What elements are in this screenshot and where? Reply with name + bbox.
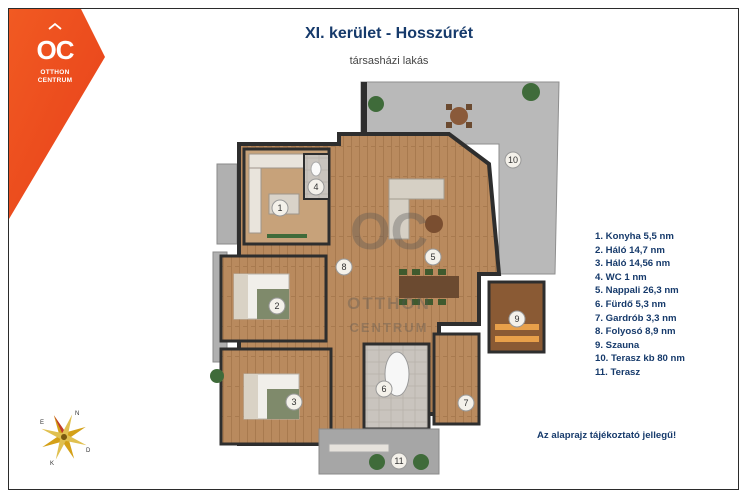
svg-text:10: 10 (508, 155, 518, 165)
legend-item: 4. WC 1 nm (595, 271, 647, 283)
watermark: OC OTTHON CENTRUM (347, 203, 431, 335)
svg-text:11: 11 (394, 456, 403, 466)
room-legend: 1. Konyha 5,5 nm 2. Háló 14,7 nm 3. Háló… (595, 230, 685, 380)
room-markers: 1 2 3 4 5 6 7 8 9 10 11 (268, 151, 526, 470)
legend-item: 11. Terasz (595, 366, 641, 378)
svg-text:7: 7 (463, 398, 468, 408)
room-marker-8: 8 (335, 258, 353, 276)
compass-rose-icon: E N D K (40, 411, 91, 467)
terrace-table (450, 107, 468, 125)
svg-text:8: 8 (341, 262, 346, 272)
logo-line2: CENTRUM (37, 76, 73, 84)
logo-line1: OTTHON (40, 69, 70, 76)
svg-text:CENTRUM: CENTRUM (350, 320, 429, 335)
logo-banner (9, 9, 105, 219)
logo-text: OTTHON CENTRUM (23, 69, 87, 84)
floor-plan: 1 2 3 4 5 6 7 8 9 10 11 OC OTTHON CENTRU… (210, 81, 560, 475)
page-subtitle: társasházi lakás (349, 55, 429, 67)
svg-text:E: E (40, 420, 44, 426)
room-marker-9: 9 (508, 310, 526, 328)
room-wardrobe (432, 332, 481, 426)
svg-text:5: 5 (430, 252, 435, 262)
svg-text:1: 1 (277, 203, 282, 213)
legend-item: 8. Folyosó 8,9 nm (595, 326, 676, 338)
page-title: XI. kerület - Hosszúrét (304, 25, 474, 42)
floorplan-frame: OC OTTHON CENTRUM XI. kerület - Hosszúré… (8, 8, 739, 490)
room-wc (303, 153, 330, 200)
svg-text:4: 4 (313, 182, 318, 192)
room-marker-11: 11 (390, 452, 408, 470)
logo-mark: OC (36, 35, 75, 65)
room-marker-1: 1 (271, 199, 289, 217)
room-marker-5: 5 (424, 248, 442, 266)
svg-text:2: 2 (274, 301, 279, 311)
room-marker-2: 2 (268, 297, 286, 315)
legend-item: 6. Fürdő 5,3 nm (595, 298, 666, 310)
svg-text:D: D (86, 448, 91, 454)
legend-item: 7. Gardrób 3,3 nm (595, 312, 677, 324)
room-marker-4: 4 (307, 178, 325, 196)
disclaimer-note: Az alaprajz tájékoztató jellegű! (537, 430, 677, 441)
legend-item: 10. Terasz kb 80 nm (595, 353, 685, 365)
svg-text:OC: OC (350, 203, 428, 261)
legend-item: 1. Konyha 5,5 nm (595, 231, 674, 242)
otthon-centrum-logo: OC OTTHON CENTRUM (9, 9, 119, 224)
legend-item: 5. Nappali 26,3 nm (595, 285, 679, 297)
legend-item: 3. Háló 14,56 nm (595, 258, 671, 270)
svg-text:OTTHON: OTTHON (347, 294, 431, 313)
room-marker-6: 6 (375, 380, 393, 398)
svg-text:6: 6 (381, 384, 386, 394)
svg-text:9: 9 (514, 314, 519, 324)
room-marker-3: 3 (285, 393, 303, 411)
room-marker-7: 7 (457, 394, 475, 412)
svg-text:N: N (75, 411, 79, 417)
legend-item: 2. Háló 14,7 nm (595, 244, 665, 256)
svg-text:3: 3 (291, 397, 296, 407)
room-marker-10: 10 (504, 151, 522, 169)
legend-item: 9. Szauna (595, 339, 640, 351)
svg-text:K: K (50, 461, 54, 467)
